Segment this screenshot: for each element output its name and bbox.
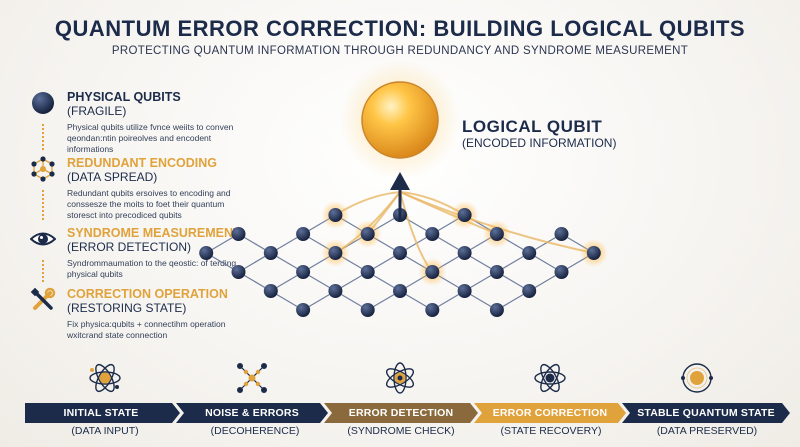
physical-qubit-node [457, 246, 472, 260]
stage-arrow [324, 403, 478, 423]
stage-arrow [25, 403, 180, 423]
logical-qubit-title: LOGICAL QUBIT [462, 117, 603, 136]
physical-qubit-node [328, 208, 343, 222]
physical-qubit-node [489, 227, 504, 241]
sidebar-item-title: CORRECTION OPERATION [67, 287, 228, 301]
network-icon [31, 156, 55, 182]
physical-qubit-node [489, 265, 504, 279]
physical-qubit-node [393, 246, 407, 260]
physical-qubit-node [360, 303, 375, 317]
physical-qubit-node [231, 227, 246, 241]
sidebar-item-desc: Physical qubits utilize fvnce weiits to … [67, 122, 234, 154]
eye-icon [30, 232, 56, 246]
page-title: QUANTUM ERROR CORRECTION: BUILDING LOGIC… [54, 16, 746, 41]
physical-qubit-node [586, 246, 601, 260]
sidebar-item-sub: (FRAGILE) [67, 104, 127, 118]
physical-qubit-node [554, 227, 569, 241]
physical-qubit-node [199, 246, 214, 260]
sidebar-item-title: SYNDROME MEASUREMENT [67, 226, 241, 240]
stage-label-error-correction: ERROR CORRECTION [492, 407, 608, 419]
atom-icon [534, 363, 566, 393]
physical-qubit-node [296, 227, 311, 241]
sidebar-item-desc: Fix physica:qubits + connectihm operatio… [67, 319, 226, 340]
tools-icon [30, 287, 56, 310]
physical-qubit-node [522, 246, 537, 260]
physical-qubit-node [425, 265, 440, 279]
physical-qubit-node [425, 227, 440, 241]
physical-qubit-node [328, 246, 343, 260]
physical-qubit-node [522, 284, 537, 298]
qubit-sphere-icon [32, 92, 54, 114]
physical-qubit-node [263, 246, 278, 260]
stage-label-initial-state: INITIAL STATE [63, 407, 139, 419]
page-subtitle: PROTECTING QUANTUM INFORMATION THROUGH R… [111, 45, 689, 57]
physical-qubit-node [360, 265, 375, 279]
atom-icon [385, 362, 415, 394]
logical-qubit-subtitle: (ENCODED INFORMATION) [462, 136, 617, 150]
sidebar-item-sub: (DATA SPREAD) [67, 170, 158, 184]
stage-sub-initial-state: (DATA INPUT) [71, 425, 139, 437]
physical-qubit-node [231, 265, 246, 279]
lattice-nodes [199, 201, 608, 317]
stage-sub-noise-errors: (DECOHERENCE) [210, 425, 300, 437]
physical-qubit-node [296, 265, 311, 279]
physical-qubit-node [263, 284, 278, 298]
sidebar-item-desc: Redundant qubits ersoives to encoding an… [67, 188, 231, 220]
stage-arrow [176, 403, 328, 423]
scatter-icon [237, 363, 267, 393]
physical-qubit-node [457, 208, 472, 222]
physical-qubit-node [360, 227, 375, 241]
physical-qubit-node [393, 284, 407, 298]
stage-label-stable-state: STABLE QUANTUM STATE [637, 407, 775, 419]
physical-qubit-node [328, 284, 343, 298]
physical-qubit-node [554, 265, 569, 279]
physical-qubit-node [457, 284, 472, 298]
sidebar-item-sub: (RESTORING STATE) [67, 301, 187, 315]
sidebar-item-sub: (ERROR DETECTION) [67, 240, 191, 254]
physical-qubit-node [296, 303, 311, 317]
stage-label-noise-errors: NOISE & ERRORS [205, 407, 299, 419]
process-pipeline [25, 403, 790, 423]
stage-sub-error-correction: (STATE RECOVERY) [500, 425, 602, 437]
stage-label-error-detection: ERROR DETECTION [348, 407, 454, 419]
connector-dots [42, 260, 44, 282]
logical-qubit-sphere [361, 81, 439, 159]
connector-dots [42, 190, 44, 220]
atom-icon [89, 363, 121, 393]
sidebar-item-title: REDUNDANT ENCODING [67, 156, 217, 170]
sidebar-item-desc: Syndrommaumation to the qeostic: of terd… [67, 258, 237, 279]
physical-qubit-node [425, 303, 440, 317]
stage-sub-stable-state: (DATA PRESERVED) [656, 425, 758, 437]
arrow-up-icon [390, 172, 410, 190]
stage-arrow [474, 403, 626, 423]
connector-dots [42, 124, 44, 150]
stage-arrow [622, 403, 790, 423]
stage-sub-error-detection: (SYNDROME CHECK) [347, 425, 455, 437]
atom-icon [681, 363, 713, 393]
physical-qubit-node [489, 303, 504, 317]
sidebar-item-title: PHYSICAL QUBITS [67, 90, 181, 104]
